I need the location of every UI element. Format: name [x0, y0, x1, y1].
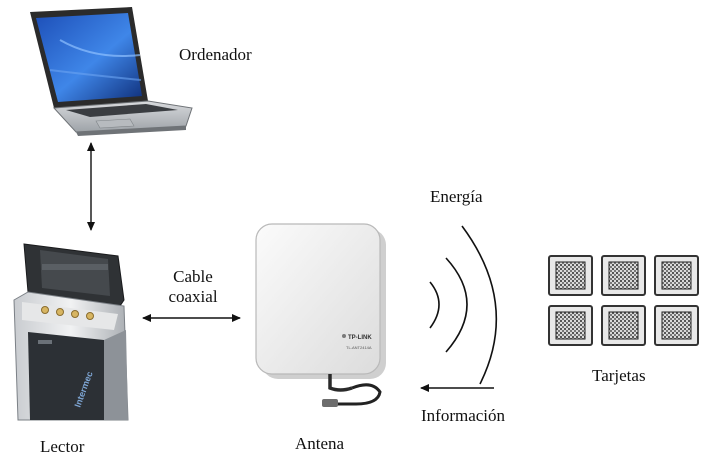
- cable-label-line2: coaxial: [168, 287, 218, 306]
- tag-card: [548, 305, 593, 346]
- tag-card: [601, 255, 646, 296]
- computer-label: Ordenador: [179, 45, 252, 64]
- tag-card: [548, 255, 593, 296]
- reader-label: Lector: [40, 437, 85, 456]
- tag-card: [654, 255, 699, 296]
- antenna-model-text: TL-ANT2414A: [346, 345, 372, 350]
- information-label: Información: [421, 406, 506, 425]
- laptop-image: [30, 7, 193, 136]
- tag-cards: [548, 255, 699, 346]
- cable-label-line1: Cable: [173, 267, 213, 286]
- energy-label: Energía: [430, 187, 483, 206]
- tag-card: [601, 305, 646, 346]
- radio-waves: [429, 225, 498, 385]
- antenna-image: TP-LINK TL-ANT2414A: [255, 223, 386, 407]
- antenna-brand-text: TP-LINK: [348, 335, 372, 341]
- antenna-label: Antena: [295, 434, 345, 453]
- cards-label: Tarjetas: [592, 366, 646, 385]
- tag-card: [654, 305, 699, 346]
- reader-image: Intermec: [13, 243, 129, 421]
